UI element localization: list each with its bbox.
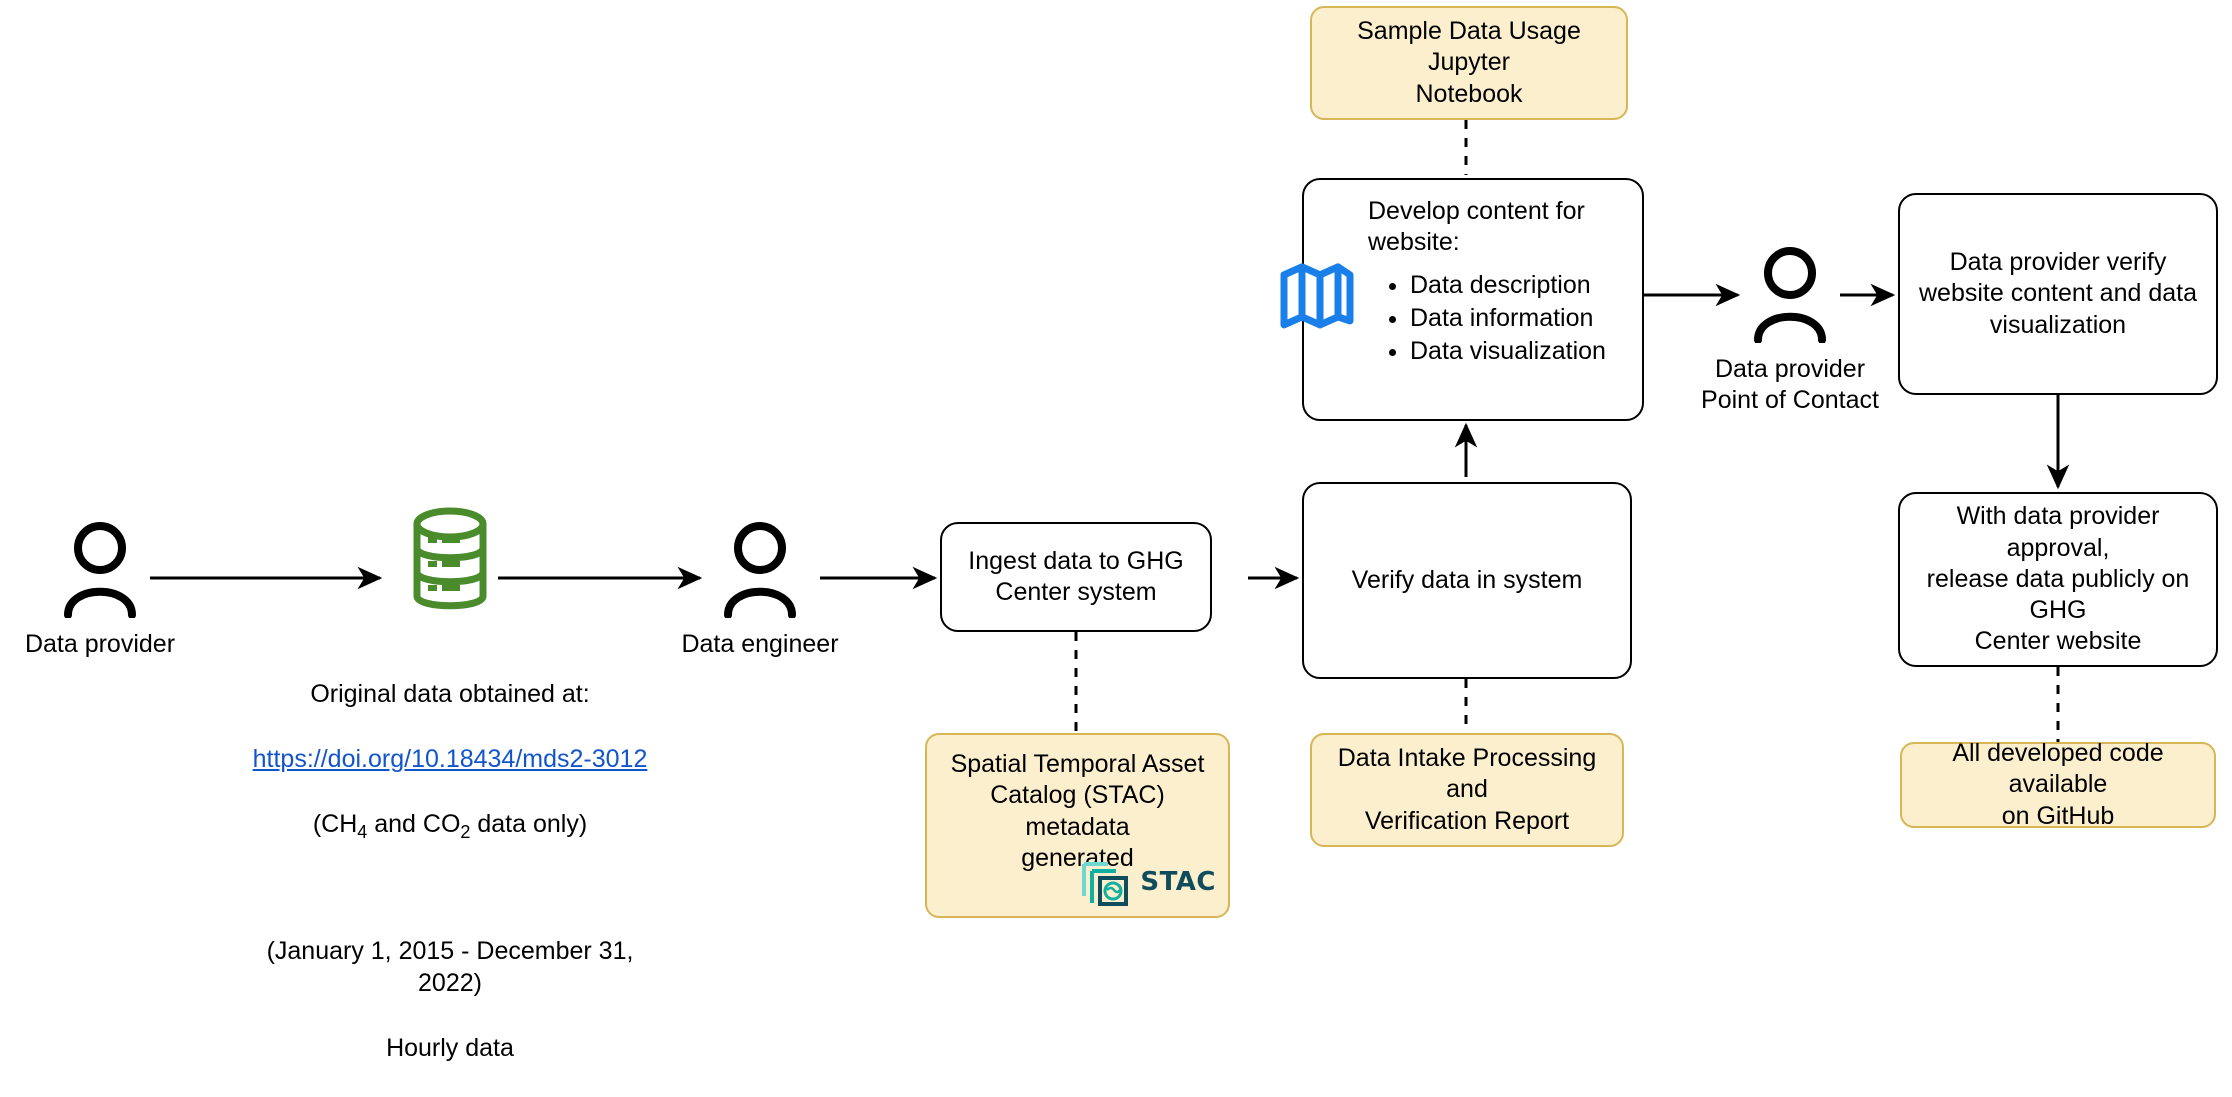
- note-stac-metadata[interactable]: Spatial Temporal Asset Catalog (STAC) me…: [925, 733, 1230, 918]
- database-node: [340, 505, 560, 620]
- person-icon: [719, 518, 801, 623]
- database-icon: [407, 505, 493, 620]
- node-release-label: With data provider approval, release dat…: [1926, 502, 2190, 656]
- node-develop-bullets: Data description Data information Data v…: [1368, 269, 1624, 368]
- diagram-canvas: Data provider Origin: [0, 0, 2232, 944]
- node-provider-verify-label: Data provider verify website content and…: [1919, 248, 2197, 339]
- stac-logo-icon: STAC: [1078, 856, 1216, 908]
- actor-data-engineer: Data engineer: [680, 518, 840, 660]
- map-icon: [1280, 262, 1354, 336]
- note-stac-label: Spatial Temporal Asset Catalog (STAC) me…: [950, 750, 1205, 872]
- person-icon: [59, 518, 141, 623]
- actor-data-provider-poc: Data provider Point of Contact: [1700, 243, 1880, 417]
- node-release-data[interactable]: With data provider approval, release dat…: [1898, 492, 2218, 667]
- note-jupyter-notebook[interactable]: Sample Data Usage Jupyter Notebook: [1310, 6, 1628, 120]
- database-caption-line1: Original data obtained at:: [310, 679, 590, 708]
- database-species-line: (CH4 and CO2 data only): [312, 809, 588, 842]
- person-icon: [1749, 243, 1831, 348]
- actor-data-provider-label: Data provider: [24, 630, 176, 658]
- actor-data-provider: Data provider: [20, 518, 180, 660]
- list-item: Data information: [1410, 302, 1624, 335]
- doi-link[interactable]: https://doi.org/10.18434/mds2-3012: [252, 744, 648, 773]
- node-develop-title: Develop content for website:: [1368, 197, 1585, 257]
- database-date-range: (January 1, 2015 - December 31, 2022): [266, 936, 634, 998]
- database-caption: Original data obtained at: https://doi.o…: [240, 645, 660, 1097]
- node-ingest-data[interactable]: Ingest data to GHG Center system: [940, 522, 1212, 632]
- stac-badge-text: STAC: [1140, 866, 1216, 897]
- note-github-code[interactable]: All developed code available on GitHub: [1900, 739, 2216, 830]
- node-develop-content[interactable]: Develop content for website: Data descri…: [1280, 178, 1644, 421]
- note-github-label: All developed code available on GitHub: [1952, 739, 2164, 830]
- node-provider-verify[interactable]: Data provider verify website content and…: [1898, 193, 2218, 395]
- node-ingest-label: Ingest data to GHG Center system: [968, 546, 1184, 606]
- actor-data-provider-poc-label: Data provider Point of Contact: [1701, 355, 1879, 415]
- node-verify-label: Verify data in system: [1351, 565, 1583, 594]
- note-jupyter-label: Sample Data Usage Jupyter Notebook: [1357, 17, 1581, 108]
- database-cadence: Hourly data: [386, 1034, 514, 1063]
- note-intake-report-label: Data Intake Processing and Verification …: [1337, 744, 1597, 835]
- node-verify-data[interactable]: Verify data in system: [1302, 482, 1632, 679]
- note-intake-report[interactable]: Data Intake Processing and Verification …: [1310, 733, 1624, 847]
- list-item: Data visualization: [1410, 335, 1624, 368]
- actor-data-engineer-label: Data engineer: [681, 630, 839, 658]
- list-item: Data description: [1410, 269, 1624, 302]
